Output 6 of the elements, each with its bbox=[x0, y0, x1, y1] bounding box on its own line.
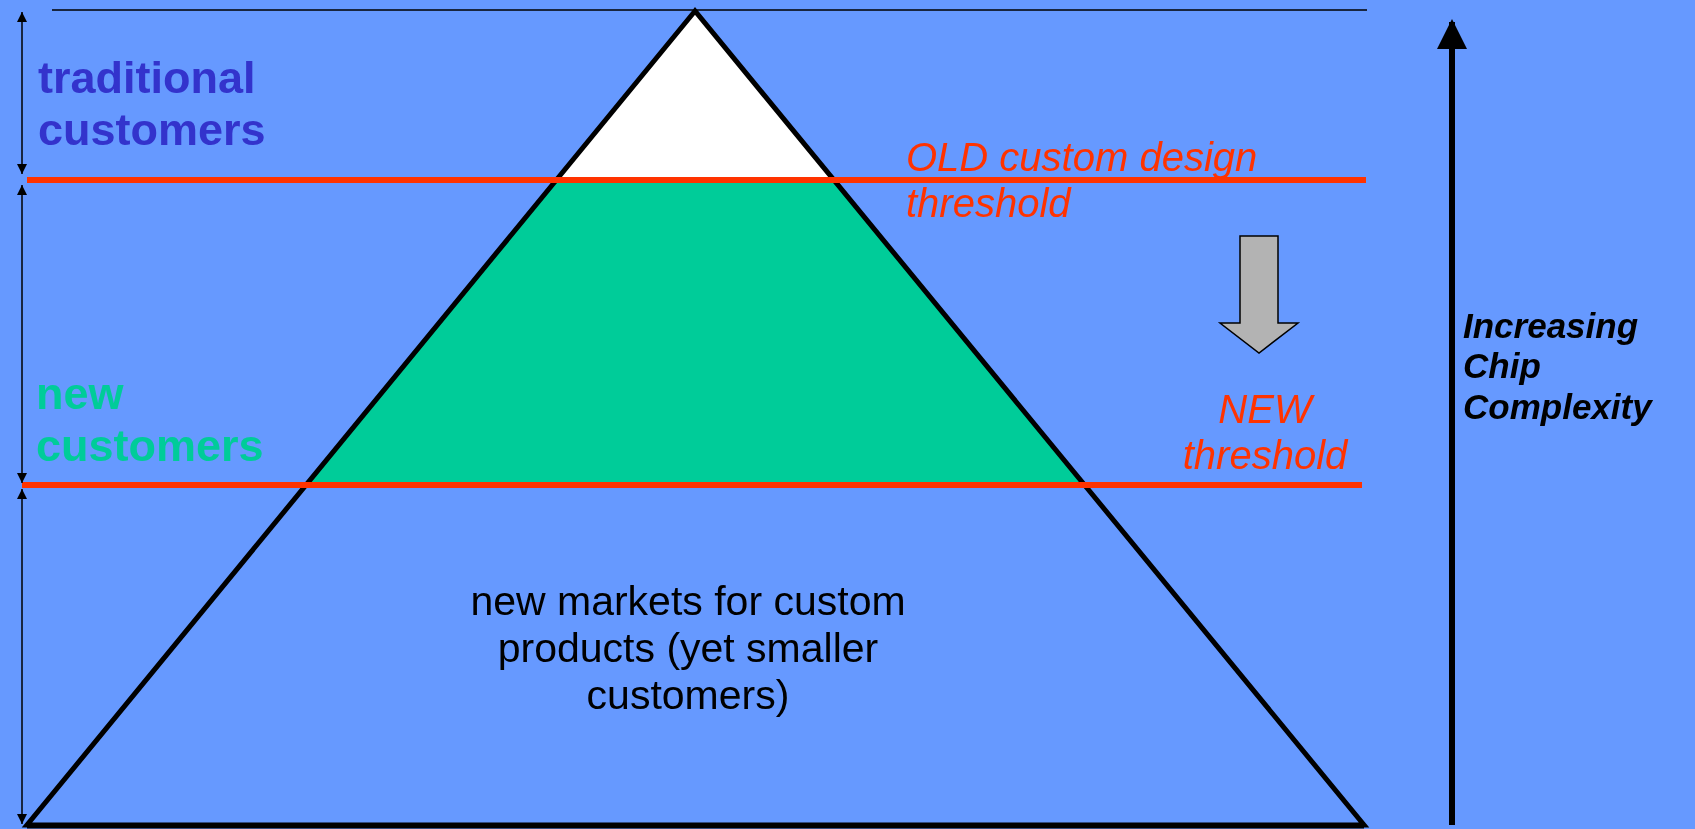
threshold-label: OLD custom design threshold bbox=[906, 134, 1259, 226]
threshold-label: NEW threshold bbox=[1181, 386, 1350, 478]
axis-label: Increasing Chip Complexity bbox=[1463, 306, 1654, 427]
segment-label: traditional customers bbox=[38, 52, 267, 156]
segment-label: new customers bbox=[36, 368, 265, 472]
region-label: new markets for custom products (yet smaller customers) bbox=[469, 578, 907, 720]
